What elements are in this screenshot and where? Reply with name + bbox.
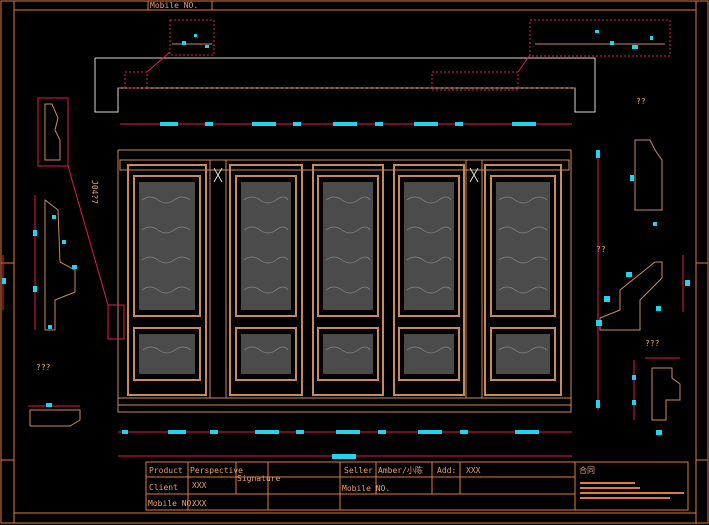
- door-3: [312, 164, 384, 396]
- address-value: XXX: [466, 466, 481, 475]
- title-block: [145, 461, 689, 511]
- left-lower-annotation: ???: [36, 363, 51, 372]
- address-label: Add:: [437, 466, 456, 475]
- client-value: XXX: [192, 481, 207, 490]
- pilaster-1: [209, 159, 227, 399]
- product-label: Product: [149, 466, 183, 475]
- signature-label: Signature: [237, 474, 281, 483]
- product-value: Perspective: [190, 466, 243, 475]
- seller-value: Amber/小陈: [378, 465, 423, 475]
- dimension-line-bottom: [118, 430, 572, 459]
- crown-moulding-plan: [94, 51, 596, 113]
- seller-mobile-label: Mobile NO.: [342, 484, 390, 493]
- detail-callout-top-right: [529, 19, 671, 57]
- door-4: [393, 164, 465, 396]
- contract-label: 合同: [579, 465, 595, 475]
- door-1: [127, 164, 207, 396]
- wardrobe-elevation: [117, 149, 572, 413]
- right-lower-annotation: ???: [645, 339, 660, 348]
- mobile-label: Mobile NO.: [148, 499, 196, 508]
- right-middle-annotation: ??: [596, 245, 606, 254]
- detail-callout-top-left: [169, 19, 215, 56]
- door-2: [229, 164, 303, 396]
- side-label: J04?7: [90, 180, 99, 204]
- left-profile-detail: [2, 97, 125, 427]
- mobile-value: XXX: [192, 499, 207, 508]
- contract-bars: [580, 482, 684, 499]
- pilaster-2: [465, 159, 483, 399]
- door-5: [484, 164, 562, 396]
- client-label: Client: [149, 483, 178, 492]
- right-upper-annotation: ??: [636, 97, 646, 106]
- right-profile-detail: [596, 139, 690, 435]
- seller-label: Seller: [344, 466, 373, 475]
- dimension-ticks-top: [160, 122, 536, 126]
- top-partial-label: Mobile NO.: [150, 1, 198, 10]
- dimension-line-right: [596, 150, 600, 410]
